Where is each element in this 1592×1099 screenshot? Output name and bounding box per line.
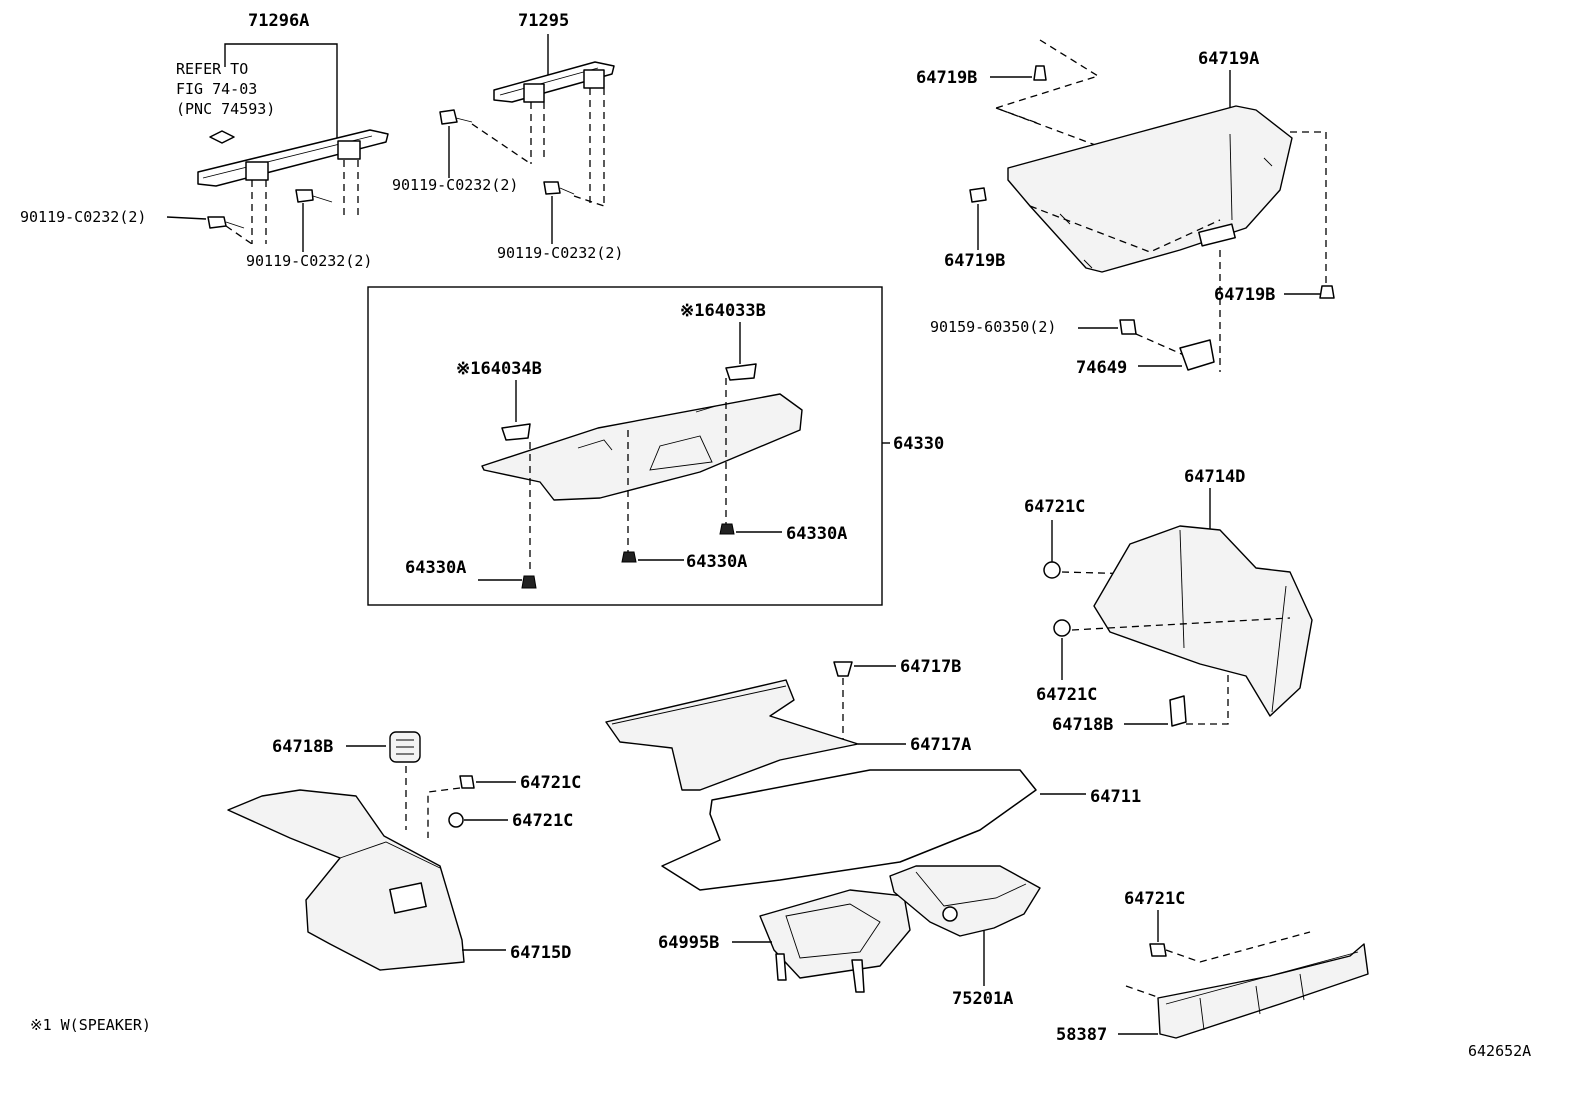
leg-icon — [851, 959, 865, 993]
label-64721C-d[interactable]: 64721C — [512, 811, 573, 831]
label-64711[interactable]: 64711 — [1090, 787, 1141, 807]
label-64718B-right[interactable]: 64718B — [1052, 715, 1113, 735]
rear-panel-64717A — [605, 679, 859, 791]
label-90159[interactable]: 90159-60350(2) — [930, 318, 1056, 336]
clip-icon — [209, 130, 235, 144]
refer-note-line2: FIG 74-03 — [176, 80, 257, 98]
rail-bracket-icon — [245, 161, 269, 181]
clip-icon — [448, 812, 464, 828]
cover-icon — [501, 423, 531, 441]
refer-note-line3: (PNC 74593) — [176, 100, 275, 118]
label-64719B-top[interactable]: 64719B — [916, 68, 977, 88]
part-64715D-group: 64718B 64721C 64721C 64715D — [227, 731, 581, 971]
label-64721C-b[interactable]: 64721C — [1036, 685, 1097, 705]
part-71295-group: 71295 90119-C0232(2) 90119-C0232(2) — [392, 11, 623, 262]
side-trim-64715D — [227, 789, 465, 971]
label-64718B-left[interactable]: 64718B — [272, 737, 333, 757]
label-90119-a[interactable]: 90119-C0232(2) — [20, 208, 146, 226]
part-58387-group: 64721C 58387 — [1056, 889, 1369, 1045]
label-64721C-c[interactable]: 64721C — [520, 773, 581, 793]
speaker-recess-icon — [389, 882, 427, 914]
jack-icon — [942, 906, 958, 922]
clip-icon — [459, 775, 475, 789]
label-71296A[interactable]: 71296A — [248, 11, 309, 31]
label-64719A[interactable]: 64719A — [1198, 49, 1259, 69]
bolt-icon — [1119, 319, 1137, 335]
footnote: ※1 W(SPEAKER) — [30, 1016, 151, 1034]
refer-note-line1: REFER TO — [176, 60, 248, 78]
label-64721C-e[interactable]: 64721C — [1124, 889, 1185, 909]
label-64721C-a[interactable]: 64721C — [1024, 497, 1085, 517]
label-64719B-right[interactable]: 64719B — [1214, 285, 1275, 305]
vent-64718B-icon — [1169, 695, 1187, 727]
bolt-icon — [207, 216, 253, 245]
floor-mat-64711 — [661, 769, 1037, 891]
clip-icon — [1149, 943, 1167, 957]
clip-icon — [1053, 619, 1071, 637]
clip-icon — [1319, 285, 1335, 299]
trunk-lid-trim-64719A — [1007, 105, 1293, 273]
part-64711-group: 64717B 64717A 64711 — [605, 657, 1141, 891]
rail-bracket-icon — [583, 69, 605, 89]
clip-icon — [1043, 561, 1061, 579]
clip-icon — [719, 523, 735, 535]
label-64330A-mid[interactable]: 64330A — [686, 552, 747, 572]
label-74649[interactable]: 74649 — [1076, 358, 1127, 378]
clip-icon — [1033, 65, 1047, 81]
label-90119-c[interactable]: 90119-C0232(2) — [392, 176, 518, 194]
part-64330-group: 64330 ※164033B ※164034B 64330A 64330A 64… — [367, 286, 944, 606]
handle-recess-icon — [1198, 223, 1236, 247]
label-64719B-left[interactable]: 64719B — [944, 251, 1005, 271]
package-tray-64330 — [481, 393, 803, 501]
figure-id: 642652A — [1468, 1042, 1531, 1060]
label-64715D[interactable]: 64715D — [510, 943, 571, 963]
label-64717B[interactable]: 64717B — [900, 657, 961, 677]
side-trim-64714D — [1093, 525, 1313, 717]
label-64330A-left[interactable]: 64330A — [405, 558, 466, 578]
cover-icon — [725, 363, 757, 381]
part-71296A-group: 71296A REFER TO FIG 74-03 (PNC 74593) 90… — [20, 11, 389, 270]
clip-icon — [521, 575, 537, 589]
clip-icon — [969, 187, 987, 203]
label-64714D[interactable]: 64714D — [1184, 467, 1245, 487]
part-64995B-group: 64995B — [658, 889, 911, 993]
label-64717A[interactable]: 64717A — [910, 735, 971, 755]
part-75201A-group: 75201A — [889, 865, 1041, 1009]
label-64330A-right[interactable]: 64330A — [786, 524, 847, 544]
label-64033B[interactable]: ※164033B — [680, 301, 766, 321]
bracket-74649-icon — [1179, 339, 1215, 371]
label-90119-b[interactable]: 90119-C0232(2) — [246, 252, 372, 270]
part-64719A-group: 64719A 64719B 64719B 64719B 90159-60350(… — [916, 39, 1335, 378]
leg-icon — [775, 953, 787, 981]
label-64330[interactable]: 64330 — [893, 434, 944, 454]
label-64995B[interactable]: 64995B — [658, 933, 719, 953]
clip-icon — [621, 551, 637, 563]
label-71295[interactable]: 71295 — [518, 11, 569, 31]
assembly-box — [367, 286, 883, 606]
clip-icon — [833, 661, 853, 677]
bolt-icon — [295, 189, 333, 203]
tool-tray-75201A — [889, 865, 1041, 937]
bolt-icon — [439, 109, 532, 165]
label-58387[interactable]: 58387 — [1056, 1025, 1107, 1045]
label-90119-d[interactable]: 90119-C0232(2) — [497, 244, 623, 262]
sill-plate-58387 — [1157, 943, 1369, 1039]
label-64034B[interactable]: ※164034B — [456, 359, 542, 379]
rail-bracket-icon — [523, 83, 545, 103]
part-64714D-group: 64714D 64721C 64721C 64718B — [1024, 467, 1313, 735]
rail-bracket-icon — [337, 140, 361, 160]
label-75201A[interactable]: 75201A — [952, 989, 1013, 1009]
bolt-icon — [543, 181, 605, 207]
